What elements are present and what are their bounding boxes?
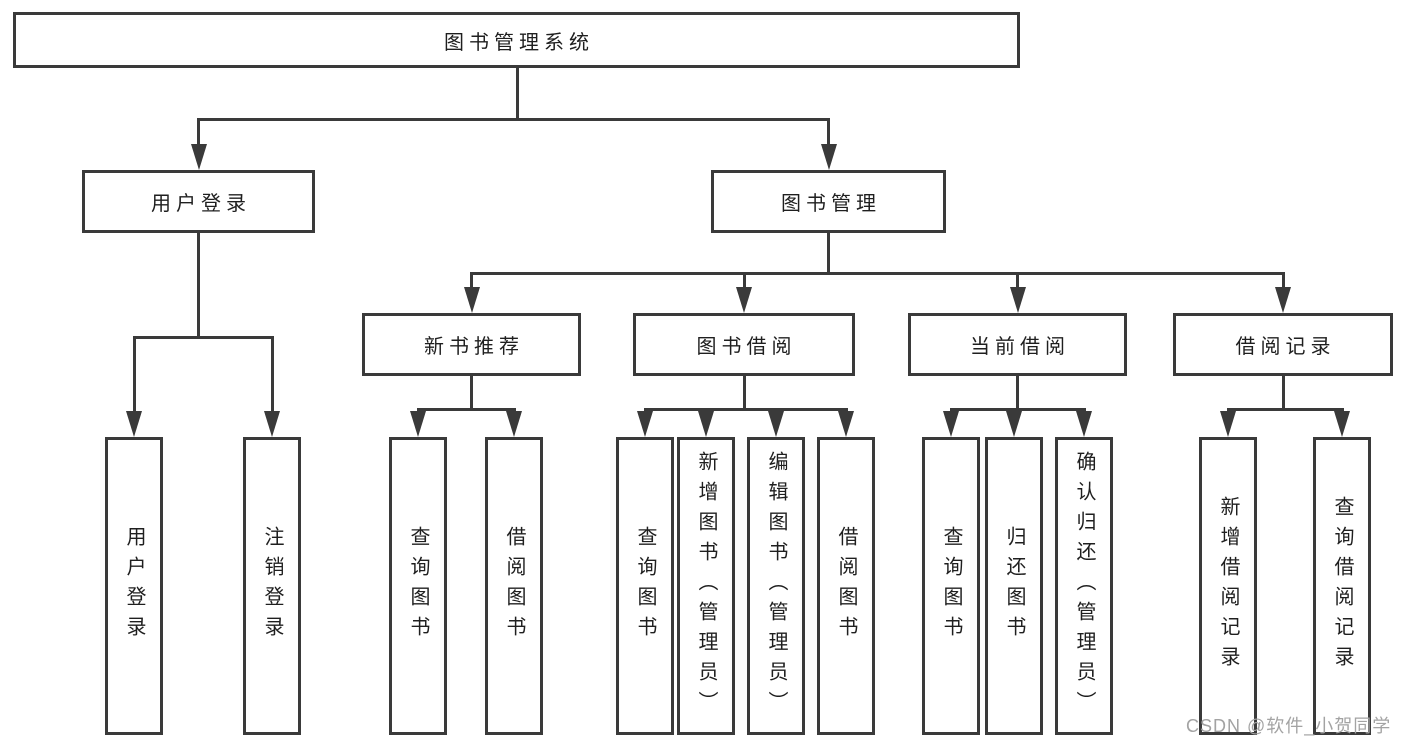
arrowhead	[838, 411, 854, 437]
arrowhead	[1006, 411, 1022, 437]
node-borrow-books-recommend: 借阅图书	[485, 437, 543, 735]
arrowhead	[506, 411, 522, 437]
connector-line	[132, 336, 274, 339]
connector-line	[742, 272, 746, 289]
arrowhead	[820, 144, 837, 170]
node-current-borrowing: 当前借阅	[908, 313, 1127, 376]
arrowhead	[1275, 287, 1291, 313]
node-add-borrow-record: 新增借阅记录	[1199, 437, 1257, 735]
connector-line	[827, 233, 830, 272]
node-new-book-recommendation: 新书推荐	[362, 313, 581, 376]
node-query-borrow-record: 查询借阅记录	[1313, 437, 1371, 735]
connector-line	[470, 272, 473, 289]
arrowhead	[736, 287, 752, 313]
arrowhead	[190, 144, 207, 170]
connector-line	[1281, 272, 1285, 289]
csdn-watermark: CSDN @软件_小贺同学	[1186, 716, 1392, 736]
arrowhead	[768, 411, 784, 437]
node-label: 新增图书（管理员）	[695, 451, 717, 721]
node-book-borrowing: 图书借阅	[633, 313, 855, 376]
node-label: 用户登录	[123, 526, 145, 646]
arrowhead	[698, 411, 714, 437]
node-logout: 注销登录	[243, 437, 301, 735]
arrowhead	[1334, 411, 1350, 437]
arrowhead	[463, 287, 480, 313]
node-add-books-admin: 新增图书（管理员）	[677, 437, 735, 735]
connector-line	[1016, 376, 1019, 408]
node-label: 当前借阅	[970, 336, 1070, 358]
connector-line	[742, 376, 746, 408]
connector-line	[643, 408, 848, 411]
node-label: 确认归还（管理员）	[1073, 451, 1095, 721]
node-query-books-recommend: 查询图书	[389, 437, 447, 735]
node-edit-books-admin: 编辑图书（管理员）	[747, 437, 805, 735]
connector-line	[416, 408, 516, 411]
arrowhead	[1220, 411, 1236, 437]
arrowhead	[637, 411, 653, 437]
node-label: 编辑图书（管理员）	[765, 451, 787, 721]
connector-line	[827, 118, 830, 146]
arrowhead	[264, 411, 280, 437]
node-confirm-return-admin: 确认归还（管理员）	[1055, 437, 1113, 735]
connector-line	[197, 118, 200, 146]
node-label: 查询图书	[634, 526, 656, 646]
node-label: 查询借阅记录	[1331, 496, 1353, 676]
connector-line	[1281, 376, 1285, 408]
connector-line	[949, 408, 1086, 411]
node-user-login: 用户登录	[82, 170, 315, 233]
arrowhead	[943, 411, 959, 437]
connector-line	[132, 336, 136, 411]
connector-line	[1016, 272, 1019, 289]
node-label: 查询图书	[407, 526, 429, 646]
node-library-management-system: 图书管理系统	[13, 12, 1020, 68]
node-label: 归还图书	[1003, 526, 1025, 646]
connector-line	[270, 336, 274, 411]
arrowhead	[126, 411, 142, 437]
node-book-management: 图书管理	[711, 170, 946, 233]
node-label: 图书管理	[781, 193, 881, 215]
arrowhead	[410, 411, 426, 437]
node-borrowing-records: 借阅记录	[1173, 313, 1393, 376]
node-user-login-leaf: 用户登录	[105, 437, 163, 735]
connector-line	[470, 376, 473, 408]
node-label: 借阅图书	[503, 526, 525, 646]
node-return-books: 归还图书	[985, 437, 1043, 735]
connector-line	[197, 118, 830, 121]
connector-line	[1226, 408, 1344, 411]
node-label: 注销登录	[261, 526, 283, 646]
node-label: 借阅图书	[835, 526, 857, 646]
node-borrow-books: 借阅图书	[817, 437, 875, 735]
connector-line	[470, 272, 1285, 275]
node-label: 查询图书	[940, 526, 962, 646]
node-label: 新书推荐	[424, 336, 524, 358]
connector-line	[515, 68, 519, 118]
node-label: 借阅记录	[1235, 336, 1336, 358]
connector-line	[197, 233, 200, 336]
node-query-books-current: 查询图书	[922, 437, 980, 735]
arrowhead	[1076, 411, 1092, 437]
node-label: 用户登录	[151, 193, 251, 215]
node-query-books-borrow: 查询图书	[616, 437, 674, 735]
node-label: 新增借阅记录	[1217, 496, 1239, 676]
node-label: 图书借阅	[696, 336, 797, 358]
arrowhead	[1009, 287, 1026, 313]
node-label: 图书管理系统	[444, 31, 594, 54]
